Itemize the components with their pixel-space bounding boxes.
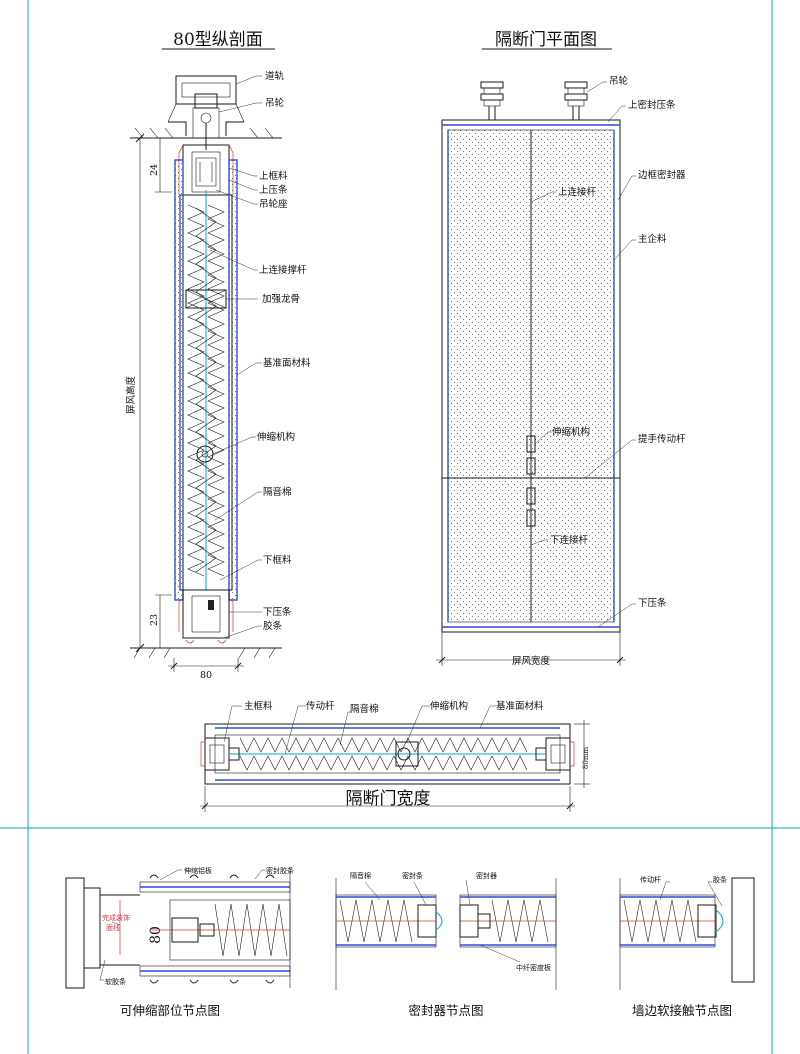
- plan-label-upper-rod: 上连接杆: [558, 186, 597, 198]
- plan-label-main-frame: 主企料: [638, 233, 667, 245]
- upper-frame: [178, 144, 234, 196]
- horizontal-left-frame: [200, 737, 240, 771]
- horizontal-label-panel: 基准面材料: [496, 700, 544, 712]
- label-hanger: 吊轮: [265, 97, 285, 109]
- section-leaders: [209, 75, 262, 639]
- rail-track: [167, 75, 245, 150]
- label-lower-frame: 下框料: [263, 554, 292, 566]
- plan-view: 隔断门平面图: [436, 30, 686, 667]
- label-hanger-seat: 吊轮座: [259, 198, 288, 210]
- detail2-label-cotton: 隔音棉: [350, 871, 371, 880]
- detail-telescopic: 伸缩铝板 密封胶条 完成装饰 面线 软胶条 80 可伸缩部位节点图: [65, 866, 294, 1018]
- floor: [130, 647, 282, 659]
- dim-width-value: 80: [200, 670, 212, 681]
- detail2-label-plate: 中纤密度板: [516, 963, 551, 972]
- label-rail: 道轨: [265, 70, 285, 82]
- detail1-label-finish-line2: 面线: [106, 923, 120, 932]
- height-label: 屏风高度: [125, 376, 137, 415]
- detail3-label-rubber: 胶条: [713, 875, 727, 884]
- plan-label-mechanism: 伸缩机构: [552, 426, 590, 438]
- dim-top-value: 24: [149, 164, 160, 176]
- horizontal-label-mechanism: 伸缩机构: [430, 700, 468, 712]
- label-lower-strip: 下压条: [263, 606, 292, 618]
- detail-wall: 传动杆 胶条 墙边软接触节点图: [619, 875, 755, 1018]
- plan-label-lower-rod: 下连接杆: [550, 534, 589, 546]
- section-title: 80型纵剖面: [173, 30, 263, 50]
- detail2-caption: 密封器节点图: [408, 1003, 483, 1018]
- horizontal-label-main-frame: 主框料: [244, 700, 273, 712]
- label-rib: 加强龙骨: [262, 293, 300, 305]
- horizontal-label-cotton: 隔音棉: [350, 703, 379, 715]
- section-dimensions: [135, 133, 244, 672]
- horizontal-right-frame: [535, 737, 575, 771]
- label-cotton: 隔音棉: [263, 486, 292, 498]
- detail3-caption: 墙边软接触节点图: [632, 1003, 732, 1018]
- detail2-label-seal: 密封条: [402, 871, 423, 880]
- plan-door-outline: [441, 119, 621, 633]
- detail1-label-plate: 伸缩铝板: [184, 866, 212, 875]
- detail1-label-finish-line: 完成装饰: [102, 913, 130, 922]
- plan-label-side-seal: 边框密封器: [638, 169, 686, 181]
- plan-width-dim: [436, 632, 626, 666]
- label-upper-frame: 上框料: [259, 170, 288, 182]
- plan-label-lower-strip: 下压条: [638, 597, 667, 609]
- label-mechanism: 伸缩机构: [257, 431, 295, 443]
- label-rubber: 胶条: [263, 620, 283, 632]
- label-panel: 基准面材料: [263, 357, 311, 369]
- plan-leaders: [530, 81, 636, 628]
- vertical-section: 80型纵剖面: [125, 30, 311, 681]
- detail1-label-soft-strip: 软胶条: [105, 977, 126, 986]
- horizontal-leaders: [223, 705, 496, 755]
- label-upper-strip: 上压条: [259, 184, 288, 196]
- dim-bottom-value: 23: [149, 614, 160, 626]
- plan-hangers: [480, 81, 588, 120]
- horizontal-width-label: 隔断门宽度: [346, 789, 431, 809]
- label-upper-rod: 上连接撑杆: [259, 264, 307, 276]
- plan-label-hanger: 吊轮: [609, 75, 629, 87]
- plan-label-handle-rod: 提手传动杆: [638, 433, 686, 445]
- horizontal-section: 80mm 隔断门宽度 主框料 传动杆 隔音棉 伸缩机构 基准面材料: [200, 700, 590, 812]
- plan-title: 隔断门平面图: [495, 30, 597, 50]
- detail1-dim: 80: [148, 926, 164, 944]
- insulation-zigzag: [187, 204, 225, 577]
- detail1-label-seal-strip: 密封胶条: [266, 866, 294, 875]
- horizontal-dim: 80mm: [582, 747, 590, 770]
- detail2-label-sealer: 密封器: [476, 871, 497, 880]
- detail-sealer: 隔音棉 密封条 密封器 中纤密度板 密封器节点图: [335, 871, 557, 1018]
- plan-width-label: 屏风宽度: [512, 655, 551, 667]
- detail3-label-drive-rod: 传动杆: [640, 875, 661, 884]
- horizontal-label-drive-rod: 传动杆: [306, 700, 335, 712]
- lower-frame: [178, 589, 234, 644]
- panel-body: [174, 159, 238, 601]
- detail1-caption: 可伸缩部位节点图: [120, 1003, 220, 1018]
- plan-label-top-seal: 上密封压条: [628, 99, 676, 111]
